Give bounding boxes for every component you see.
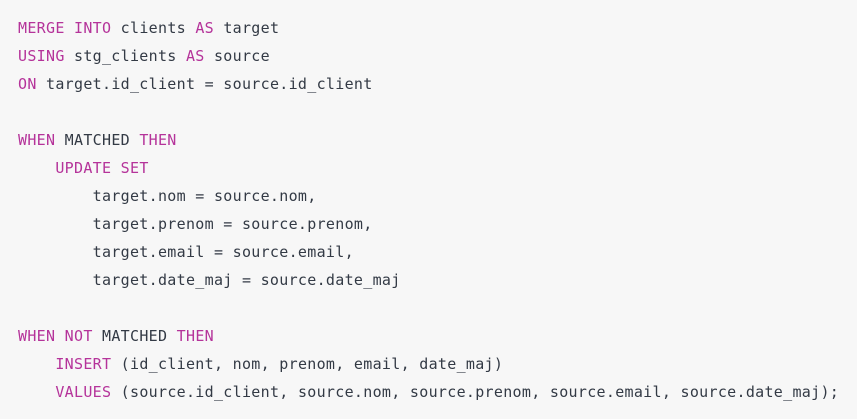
code-line: USING stg_clients AS source [18,42,857,70]
sql-keyword: ON [18,75,37,93]
code-line: INSERT (id_client, nom, prenom, email, d… [18,350,857,378]
sql-keyword: INSERT [55,355,112,373]
code-line [18,294,857,322]
sql-text: target.prenom = source.prenom, [18,215,373,233]
sql-keyword: WHEN [18,131,56,149]
sql-text [18,159,55,177]
sql-keyword: USING [18,47,65,65]
sql-text [55,327,64,345]
code-line [18,98,857,126]
code-line: WHEN NOT MATCHED THEN [18,322,857,350]
sql-text [18,383,55,401]
code-line: ON target.id_client = source.id_client [18,70,857,98]
sql-keyword: NOT [64,327,93,345]
sql-text [65,19,74,37]
sql-text: target [213,19,280,37]
code-line: target.nom = source.nom, [18,182,857,210]
sql-keyword: SET [120,159,149,177]
sql-text: MATCHED [55,131,140,149]
code-line: target.date_maj = source.date_maj [18,266,857,294]
sql-keyword: AS [195,19,214,37]
sql-text [111,159,120,177]
sql-keyword: UPDATE [55,159,112,177]
sql-keyword: WHEN [18,327,56,345]
sql-keyword: VALUES [55,383,112,401]
sql-keyword: INTO [74,19,112,37]
sql-keyword: THEN [176,327,214,345]
code-line: target.prenom = source.prenom, [18,210,857,238]
sql-text: target.id_client = source.id_client [36,75,373,93]
sql-keyword: THEN [139,131,177,149]
sql-text: target.email = source.email, [18,243,354,261]
code-line: target.email = source.email, [18,238,857,266]
code-line: WHEN MATCHED THEN [18,126,857,154]
sql-keyword: AS [185,47,205,65]
sql-text: target.date_maj = source.date_maj [18,271,401,289]
sql-text: (id_client, nom, prenom, email, date_maj… [111,355,504,373]
sql-text: clients [111,19,196,37]
sql-text: source [204,47,270,65]
sql-text: (source.id_client, source.nom, source.pr… [111,383,840,401]
sql-text: stg_clients [64,47,186,65]
sql-text: MATCHED [92,327,177,345]
sql-keyword: MERGE [18,19,65,37]
code-line: UPDATE SET [18,154,857,182]
code-line: MERGE INTO clients AS target [18,14,857,42]
sql-text [18,355,55,373]
sql-text: target.nom = source.nom, [18,187,317,205]
code-line: VALUES (source.id_client, source.nom, so… [18,378,857,406]
